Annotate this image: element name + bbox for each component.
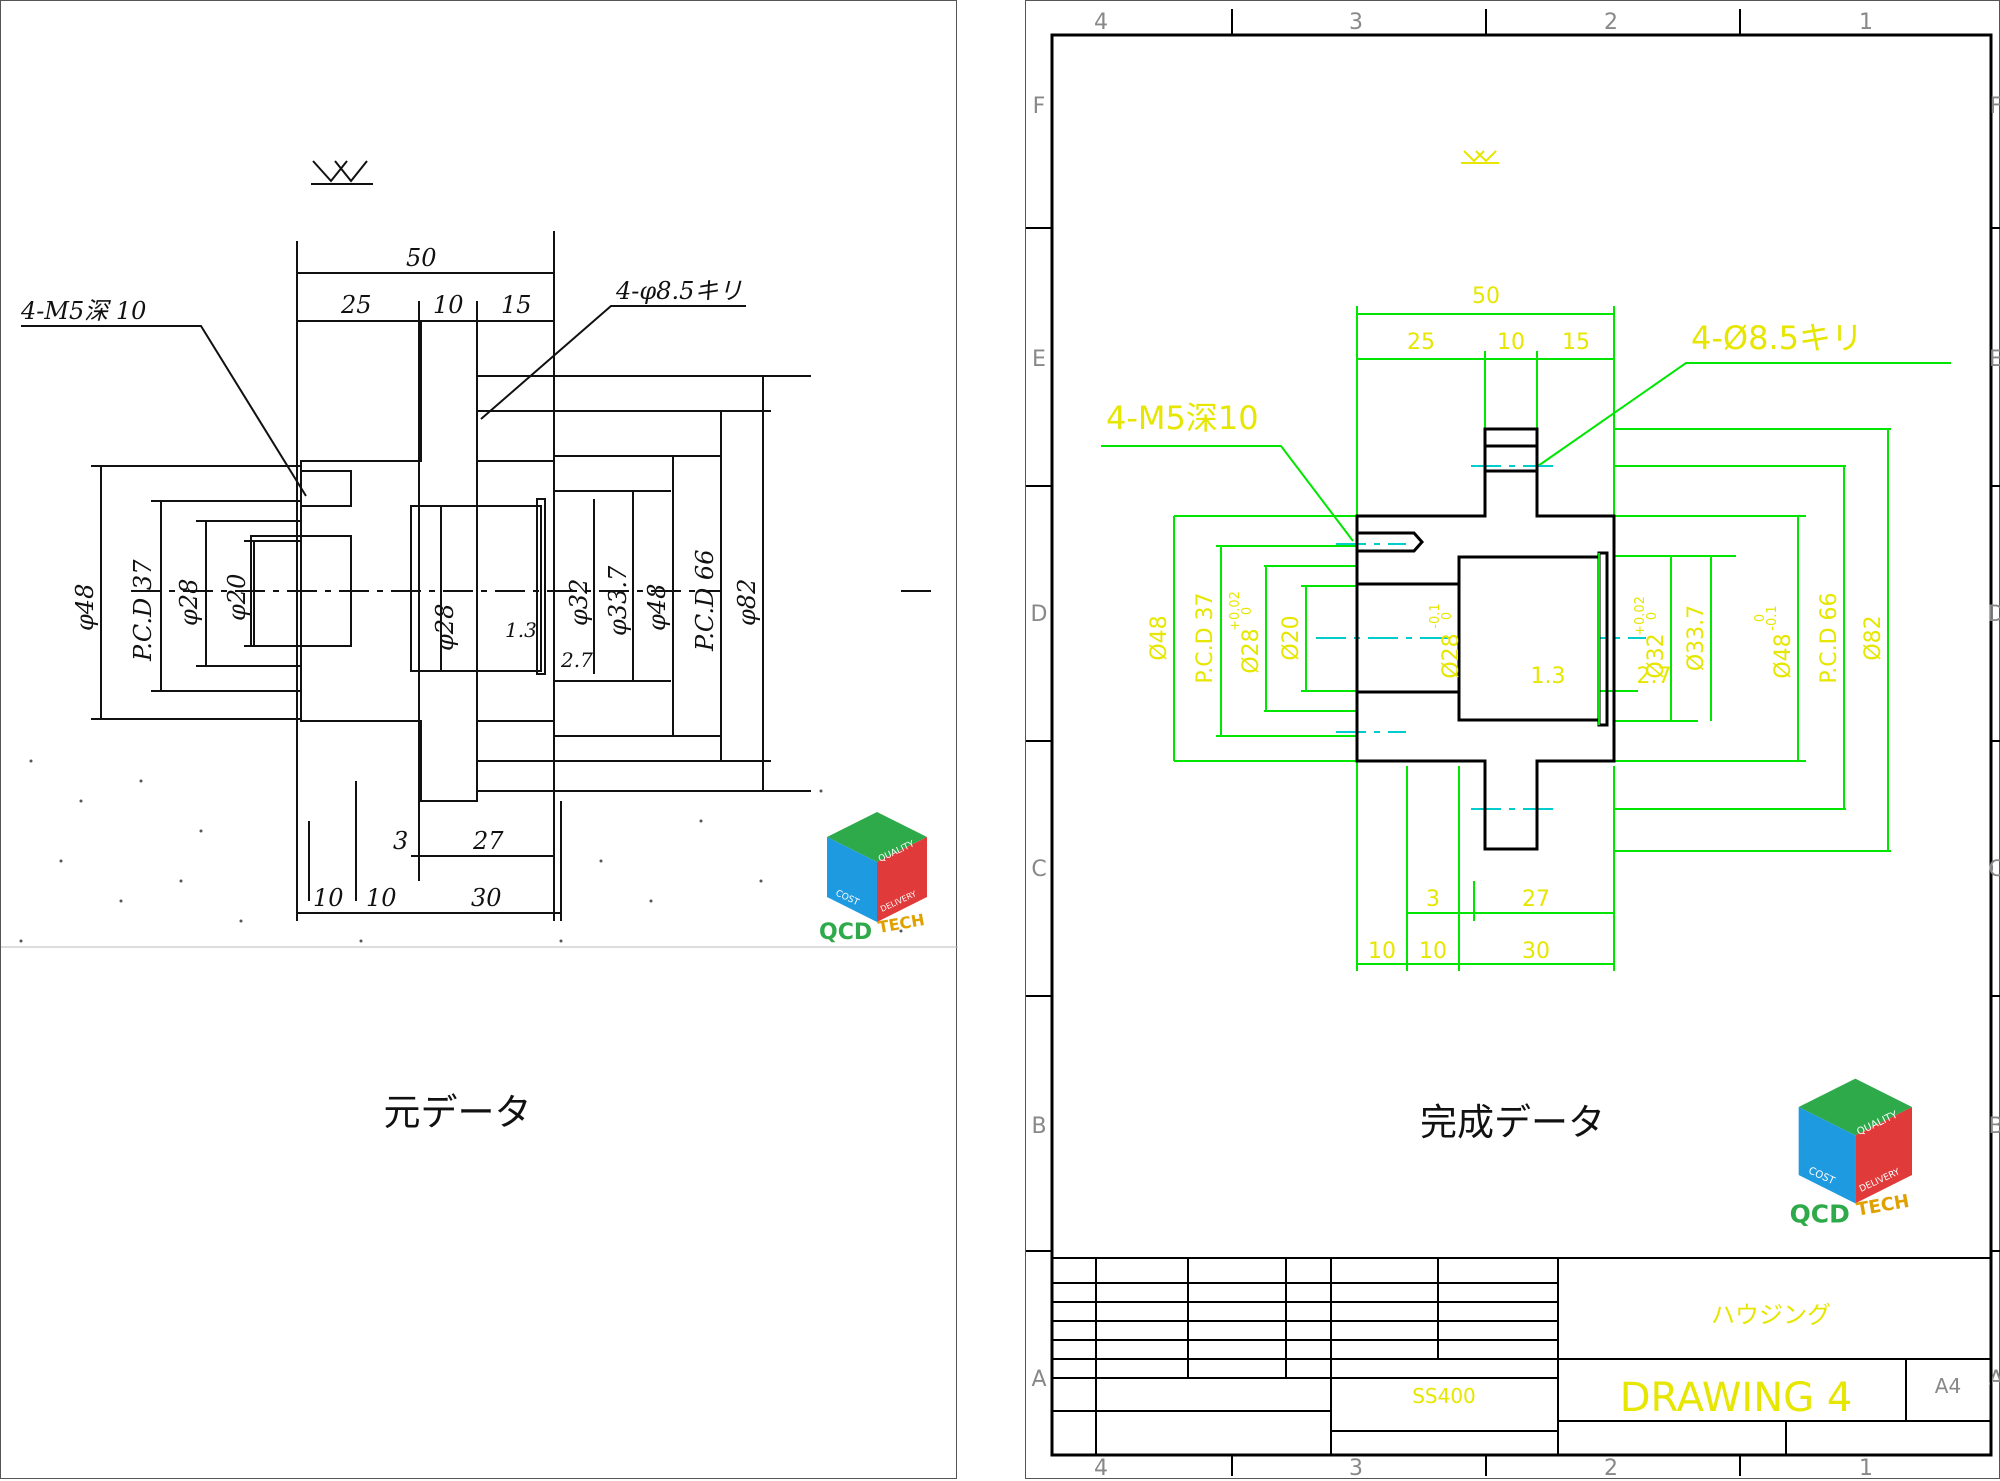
cad-dia-28-left: Ø28: [1239, 628, 1264, 673]
title-part-name: ハウジング: [1711, 1301, 1831, 1329]
logo-qcd-text-right: QCD: [1790, 1200, 1850, 1229]
cad-dim-15: 15: [1562, 330, 1590, 355]
zone-row-a-right: A: [1988, 1367, 2000, 1392]
zone-row-b: B: [1031, 1114, 1046, 1139]
zone-row-c: C: [1031, 857, 1046, 882]
surface-finish-symbol: [312, 160, 368, 183]
sketch-dim-3: 3: [393, 827, 408, 855]
cad-dim-10-top: 10: [1497, 330, 1525, 355]
original-sketch: 4-M5深 10 4-φ8.5キリ 50 25 10 15 3 27 10 10…: [1, 160, 958, 948]
cad-pcd-66: P.C.D 66: [1817, 592, 1842, 683]
cad-part-outline: [1355, 427, 1616, 851]
sketch-dim-10-a: 10: [313, 884, 344, 912]
finished-data-caption: 完成データ: [1420, 1101, 1605, 1144]
zone-row-d: D: [1031, 602, 1048, 627]
title-material: SS400: [1412, 1384, 1476, 1408]
cad-tol-28-center-zero: 0: [1440, 612, 1455, 620]
title-drawing-number: DRAWING 4: [1620, 1375, 1853, 1421]
qcd-tech-logo: QUALITY COST DELIVERY QCD TECH: [819, 812, 927, 945]
cad-tol-32-zero: 0: [1645, 612, 1660, 620]
sketch-drill-hole-label: 4-φ8.5キリ: [615, 277, 742, 305]
cad-drill-hole-label: 4-Ø8.5キリ: [1691, 319, 1863, 357]
cad-dia-48-right: Ø48: [1771, 633, 1796, 678]
sketch-dia-32: φ32: [565, 579, 593, 626]
cad-dia-33-7: Ø33.7: [1684, 605, 1709, 671]
sketch-part-outline: [300, 320, 555, 802]
sketch-pcd-37: P.C.D 37: [129, 559, 157, 662]
sketch-dim-10-b: 10: [366, 884, 397, 912]
original-sketch-panel: 4-M5深 10 4-φ8.5キリ 50 25 10 15 3 27 10 10…: [0, 0, 958, 1479]
sketch-dim-15: 15: [501, 291, 532, 319]
zone-col-1-bottom: 1: [1859, 1456, 1873, 1480]
sketch-dim-27: 27: [472, 827, 504, 855]
cad-tap-hole-label: 4-M5深10: [1106, 399, 1259, 437]
sketch-dim-50: 50: [406, 244, 437, 272]
cad-tol-48-zero: 0: [1753, 614, 1768, 622]
sketch-dia-28-center: φ28: [431, 604, 459, 651]
cad-dia-20: Ø20: [1279, 615, 1304, 660]
cad-dim-1-3: 1.3: [1531, 664, 1566, 689]
qcd-tech-logo-right: QUALITY COST DELIVERY QCD TECH: [1790, 1078, 1912, 1229]
zone-row-b-right: B: [1988, 1114, 2000, 1139]
original-data-caption: 元データ: [383, 1091, 532, 1134]
cad-surface-finish-symbol: [1461, 150, 1499, 164]
zone-col-2-top: 2: [1604, 10, 1618, 35]
cad-dia-82: Ø82: [1861, 615, 1886, 660]
zone-row-f-right: F: [1990, 94, 2000, 119]
sketch-dia-48-right: φ48: [643, 584, 671, 631]
cad-dia-32: Ø32: [1644, 633, 1669, 678]
cad-tol-28-left-zero: 0: [1240, 607, 1255, 615]
logo-qcd-text: QCD: [819, 920, 872, 945]
zone-col-2-bottom: 2: [1604, 1456, 1618, 1480]
cad-tol-28-left-plus: +0.02: [1228, 591, 1243, 631]
cad-dim-2-7: 2.7: [1637, 664, 1672, 689]
sketch-dim-2-7: 2.7: [560, 648, 593, 672]
cad-tol-32-plus: +0.02: [1633, 596, 1648, 636]
zone-col-4-bottom: 4: [1094, 1456, 1108, 1480]
cad-dim-3: 3: [1426, 887, 1440, 912]
cad-dim-10-a: 10: [1368, 939, 1396, 964]
sketch-dia-33-7: φ33.7: [604, 565, 632, 636]
cad-pcd-37: P.C.D 37: [1193, 592, 1218, 683]
sketch-tap-hole-label: 4-M5深 10: [20, 297, 146, 325]
zone-row-f: F: [1033, 94, 1046, 119]
title-block: [1051, 1257, 1992, 1456]
sketch-dim-30: 30: [471, 884, 502, 912]
zone-col-4-top: 4: [1094, 10, 1108, 35]
sketch-dia-28-left: φ28: [175, 579, 203, 626]
cad-tol-48-minus: -0.1: [1765, 605, 1780, 630]
zone-row-a: A: [1031, 1367, 1046, 1392]
cad-dia-48: Ø48: [1147, 615, 1172, 660]
scan-noise: [19, 759, 903, 943]
zone-col-3-top: 3: [1349, 10, 1363, 35]
title-paper-size: A4: [1935, 1374, 1961, 1398]
cad-dim-50: 50: [1472, 284, 1500, 309]
zone-col-1-top: 1: [1859, 10, 1873, 35]
zone-row-d-right: D: [1988, 602, 2000, 627]
finished-cad-drawing: 4 3 2 1 4 3 2 1 F E D C B A F E D C B A: [1026, 9, 2000, 1480]
finished-cad-panel: 4 3 2 1 4 3 2 1 F E D C B A F E D C B A: [1025, 0, 2000, 1480]
sketch-dia-20: φ20: [223, 574, 251, 621]
cad-dim-10-b: 10: [1419, 939, 1447, 964]
sketch-dia-48: φ48: [71, 584, 99, 631]
sketch-dim-1-3: 1.3: [505, 618, 537, 642]
cad-dia-28-center: Ø28: [1439, 633, 1464, 678]
cad-dim-30: 30: [1522, 939, 1550, 964]
sketch-pcd-66: P.C.D 66: [691, 550, 719, 652]
zone-row-c-right: C: [1988, 857, 2000, 882]
zone-row-e-right: E: [1989, 347, 2000, 372]
sketch-dim-25: 25: [340, 291, 372, 319]
zone-row-e: E: [1032, 347, 1046, 372]
cad-tol-28-center-minus: -0.1: [1428, 603, 1443, 628]
sketch-dia-82: φ82: [733, 579, 761, 626]
sketch-dim-10-top: 10: [433, 291, 464, 319]
zone-col-3-bottom: 3: [1349, 1456, 1363, 1480]
cad-dim-25: 25: [1407, 330, 1435, 355]
cad-dim-27: 27: [1522, 887, 1550, 912]
